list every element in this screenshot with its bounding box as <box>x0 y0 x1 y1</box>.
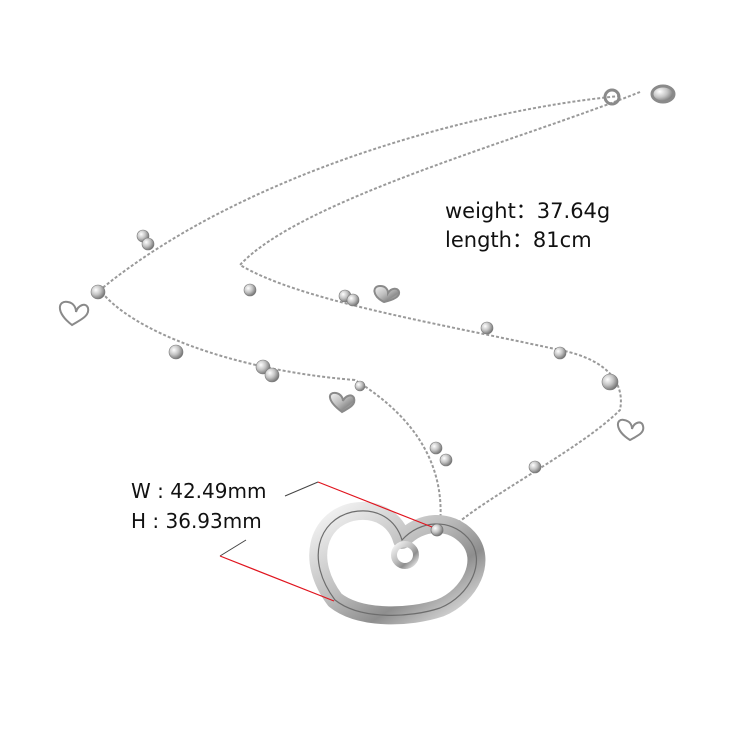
chain-left-strand <box>98 95 621 526</box>
length-spec: length：81cm <box>445 228 592 252</box>
dimension-markers <box>219 481 433 602</box>
height-guide-line <box>219 539 247 557</box>
height-spec: H : 36.93mm <box>131 509 262 533</box>
solid-heart-charm-top <box>373 284 401 304</box>
open-heart-charm-right <box>617 418 645 442</box>
chain-right-strand <box>238 91 641 531</box>
width-spec: W : 42.49mm <box>131 479 267 503</box>
width-dimension-line <box>317 481 433 528</box>
weight-spec: weight：37.64g <box>445 199 611 223</box>
chain <box>98 91 641 531</box>
heart-pendant <box>309 501 486 625</box>
beads <box>90 229 619 474</box>
open-heart-charm-left <box>58 300 90 327</box>
pendant-bail <box>391 541 419 569</box>
height-dimension-line <box>219 555 335 602</box>
clasp <box>603 84 676 106</box>
solid-heart-charm-center <box>329 391 356 414</box>
width-guide-line <box>284 481 319 497</box>
small-heart-charms <box>58 284 645 442</box>
